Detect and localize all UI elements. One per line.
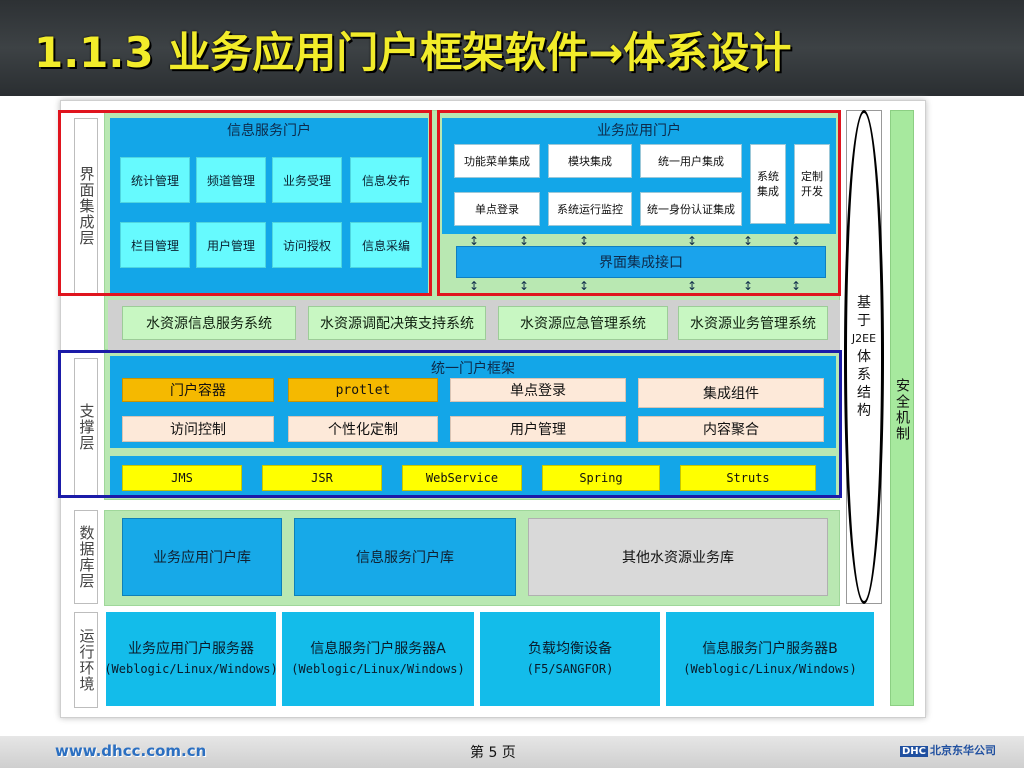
updown-arrow-icon: ↕ <box>742 234 754 248</box>
updown-arrow-icon: ↕ <box>790 234 802 248</box>
framework-title: 统一门户框架 <box>431 361 515 377</box>
footer-url-link[interactable]: www.dhcc.com.cn <box>55 742 207 760</box>
j2ee-char: 构 <box>857 403 871 419</box>
server-detail: (F5/SANGFOR) <box>526 662 614 676</box>
updown-arrow-icon: ↕ <box>518 279 530 293</box>
info-item: 业务受理 <box>272 157 342 203</box>
footer-bar <box>0 736 1024 768</box>
j2ee-char: 体 <box>857 349 871 365</box>
info-item: 用户管理 <box>196 222 266 268</box>
info-portal-title: 信息服务门户 <box>227 123 311 139</box>
biz-item: 系统运行监控 <box>548 192 632 226</box>
biz-item: 统一用户集成 <box>640 144 742 178</box>
server-name: 负载均衡设备 <box>528 641 612 657</box>
security-column <box>890 110 914 706</box>
framework-item-access-control: 访问控制 <box>122 416 274 442</box>
j2ee-char: 基 <box>857 295 871 311</box>
updown-arrow-icon: ↕ <box>468 279 480 293</box>
server-detail: (Weblogic/Linux/Windows) <box>683 662 857 676</box>
tech-item: JMS <box>122 465 242 491</box>
db-box: 业务应用门户库 <box>122 518 282 596</box>
server-detail: (Weblogic/Linux/Windows) <box>104 662 278 676</box>
highlight-frame-info-portal <box>58 110 432 296</box>
updown-arrow-icon: ↕ <box>686 279 698 293</box>
framework-item-personalization: 个性化定制 <box>288 416 438 442</box>
biz-item-system-integration: 系统集成 <box>750 144 786 224</box>
tech-item: WebService <box>402 465 522 491</box>
layer-label-support: 支撑层 <box>74 358 98 496</box>
water-system-box: 水资源信息服务系统 <box>122 306 296 340</box>
updown-arrow-icon: ↕ <box>790 279 802 293</box>
framework-item-user-management: 用户管理 <box>450 416 626 442</box>
framework-item-integration: 集成组件 <box>638 378 824 408</box>
framework-item-content-aggregation: 内容聚合 <box>638 416 824 442</box>
j2ee-char: J2EE <box>851 332 877 345</box>
server-box: 负载均衡设备 (F5/SANGFOR) <box>480 612 660 706</box>
j2ee-ellipse <box>844 110 884 604</box>
biz-item: 单点登录 <box>454 192 540 226</box>
j2ee-char: 于 <box>857 313 871 329</box>
info-item: 栏目管理 <box>120 222 190 268</box>
biz-item: 统一身份认证集成 <box>640 192 742 226</box>
biz-item: 模块集成 <box>548 144 632 178</box>
layer-label-database: 数据库层 <box>74 510 98 604</box>
j2ee-label: 基 于 J2EE 体 系 结 构 <box>846 282 882 432</box>
updown-arrow-icon: ↕ <box>686 234 698 248</box>
server-box: 信息服务门户服务器B (Weblogic/Linux/Windows) <box>666 612 874 706</box>
highlight-frame-biz-portal <box>437 110 841 296</box>
updown-arrow-icon: ↕ <box>468 234 480 248</box>
info-item: 信息采编 <box>350 222 422 268</box>
j2ee-char: 结 <box>857 385 871 401</box>
biz-portal-title: 业务应用门户 <box>597 123 681 139</box>
server-name: 信息服务门户服务器A <box>310 641 446 657</box>
highlight-frame-support <box>58 350 842 498</box>
server-name: 信息服务门户服务器B <box>702 641 838 657</box>
layer-label-runtime: 运行环境 <box>74 612 98 708</box>
info-item: 访问授权 <box>272 222 342 268</box>
server-detail: (Weblogic/Linux/Windows) <box>291 662 465 676</box>
security-label: 安全机制 <box>894 378 910 442</box>
updown-arrow-icon: ↕ <box>578 234 590 248</box>
j2ee-char: 系 <box>857 367 871 383</box>
server-box: 业务应用门户服务器 (Weblogic/Linux/Windows) <box>104 612 278 706</box>
page-title: 1.1.3 业务应用门户框架软件→体系设计 <box>34 27 792 77</box>
tech-item: Struts <box>680 465 816 491</box>
db-box: 其他水资源业务库 <box>528 518 828 596</box>
page-number: 第 5 页 <box>470 745 516 761</box>
framework-item-sso: 单点登录 <box>450 378 626 402</box>
logo-text: 北京东华公司 <box>930 744 997 757</box>
header-bar <box>0 0 1024 96</box>
biz-item: 功能菜单集成 <box>454 144 540 178</box>
framework-item-portal-container: 门户容器 <box>122 378 274 402</box>
updown-arrow-icon: ↕ <box>742 279 754 293</box>
water-system-box: 水资源调配决策支持系统 <box>308 306 486 340</box>
logo-mark: DHC <box>900 746 929 757</box>
tech-item: Spring <box>542 465 660 491</box>
server-name: 业务应用门户服务器 <box>128 641 254 657</box>
info-item: 信息发布 <box>350 157 422 203</box>
updown-arrow-icon: ↕ <box>578 279 590 293</box>
tech-item: JSR <box>262 465 382 491</box>
server-box: 信息服务门户服务器A (Weblogic/Linux/Windows) <box>282 612 474 706</box>
info-item: 频道管理 <box>196 157 266 203</box>
updown-arrow-icon: ↕ <box>518 234 530 248</box>
interface-integration-bar: 界面集成接口 <box>456 246 826 278</box>
info-item: 统计管理 <box>120 157 190 203</box>
water-system-box: 水资源业务管理系统 <box>678 306 828 340</box>
biz-item-custom-dev: 定制开发 <box>794 144 830 224</box>
water-system-box: 水资源应急管理系统 <box>498 306 668 340</box>
db-box: 信息服务门户库 <box>294 518 516 596</box>
framework-item-portlet: protlet <box>288 378 438 402</box>
